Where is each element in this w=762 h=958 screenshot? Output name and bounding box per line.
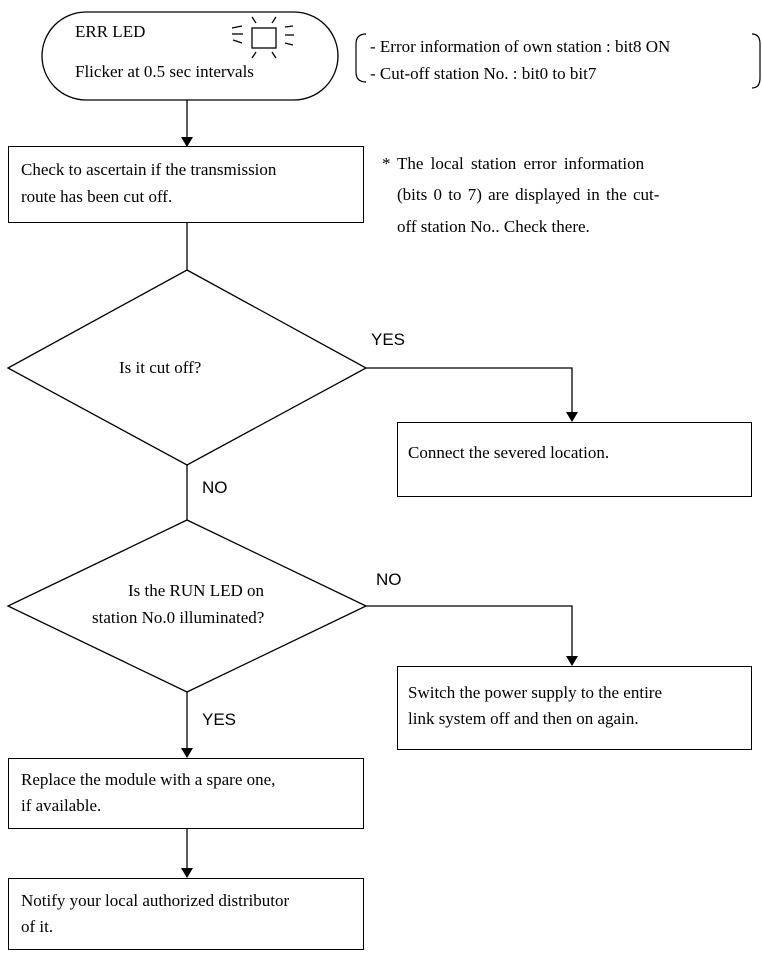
note-marker: * [382, 154, 391, 173]
note-line-1: The local station error information [397, 154, 645, 173]
info-item-own-station: - Error information of own station : bit… [370, 37, 671, 56]
arrow-cut-yes [366, 367, 578, 422]
step-power-line-2: link system off and then on again. [408, 709, 639, 728]
start-terminator-shape [41, 11, 339, 101]
decision-run-line-1: Is the RUN LED on [128, 581, 264, 600]
info-item-cutoff-station: - Cut-off station No. : bit0 to bit7 [370, 64, 597, 83]
decision-run-line-2: station No.0 illuminated? [92, 608, 265, 627]
arrow-run-no [366, 605, 578, 666]
step-connect-text: Connect the severed location. [408, 443, 610, 462]
step-notify-box: Notify your local authorized distributor… [8, 878, 364, 950]
step-power-line-1: Switch the power supply to the entire [408, 683, 663, 702]
step-replace-box: Replace the module with a spare one, if … [8, 758, 364, 829]
decision-cut-no-label: NO [202, 478, 228, 497]
step-notify-line-2: of it. [21, 917, 54, 936]
info-left-bracket [355, 33, 367, 83]
step-power-box: Switch the power supply to the entire li… [397, 666, 752, 750]
info-right-bracket [751, 33, 761, 89]
step-check-box: Check to ascertain if the transmission r… [8, 146, 364, 223]
step-replace-line-1: Replace the module with a spare one, [21, 770, 276, 789]
step-connect-box: Connect the severed location. [397, 422, 752, 497]
step-check-line-1: Check to ascertain if the transmission [21, 160, 277, 179]
decision-run-no-label: NO [376, 570, 402, 589]
decision-cut-text: Is it cut off? [119, 358, 202, 377]
step-replace-line-2: if available. [21, 796, 102, 815]
note-line-2: (bits 0 to 7) are displayed in the cut- [397, 185, 660, 204]
decision-run-yes-label: YES [202, 710, 237, 729]
step-notify-line-1: Notify your local authorized distributor [21, 891, 290, 910]
note-line-3: off station No.. Check there. [397, 217, 590, 236]
blinking-led-icon [231, 16, 294, 59]
step-check-line-2: route has been cut off. [21, 187, 173, 206]
start-title: ERR LED [75, 22, 146, 41]
start-subtitle: Flicker at 0.5 sec intervals [75, 62, 254, 81]
decision-cut-yes-label: YES [371, 330, 406, 349]
